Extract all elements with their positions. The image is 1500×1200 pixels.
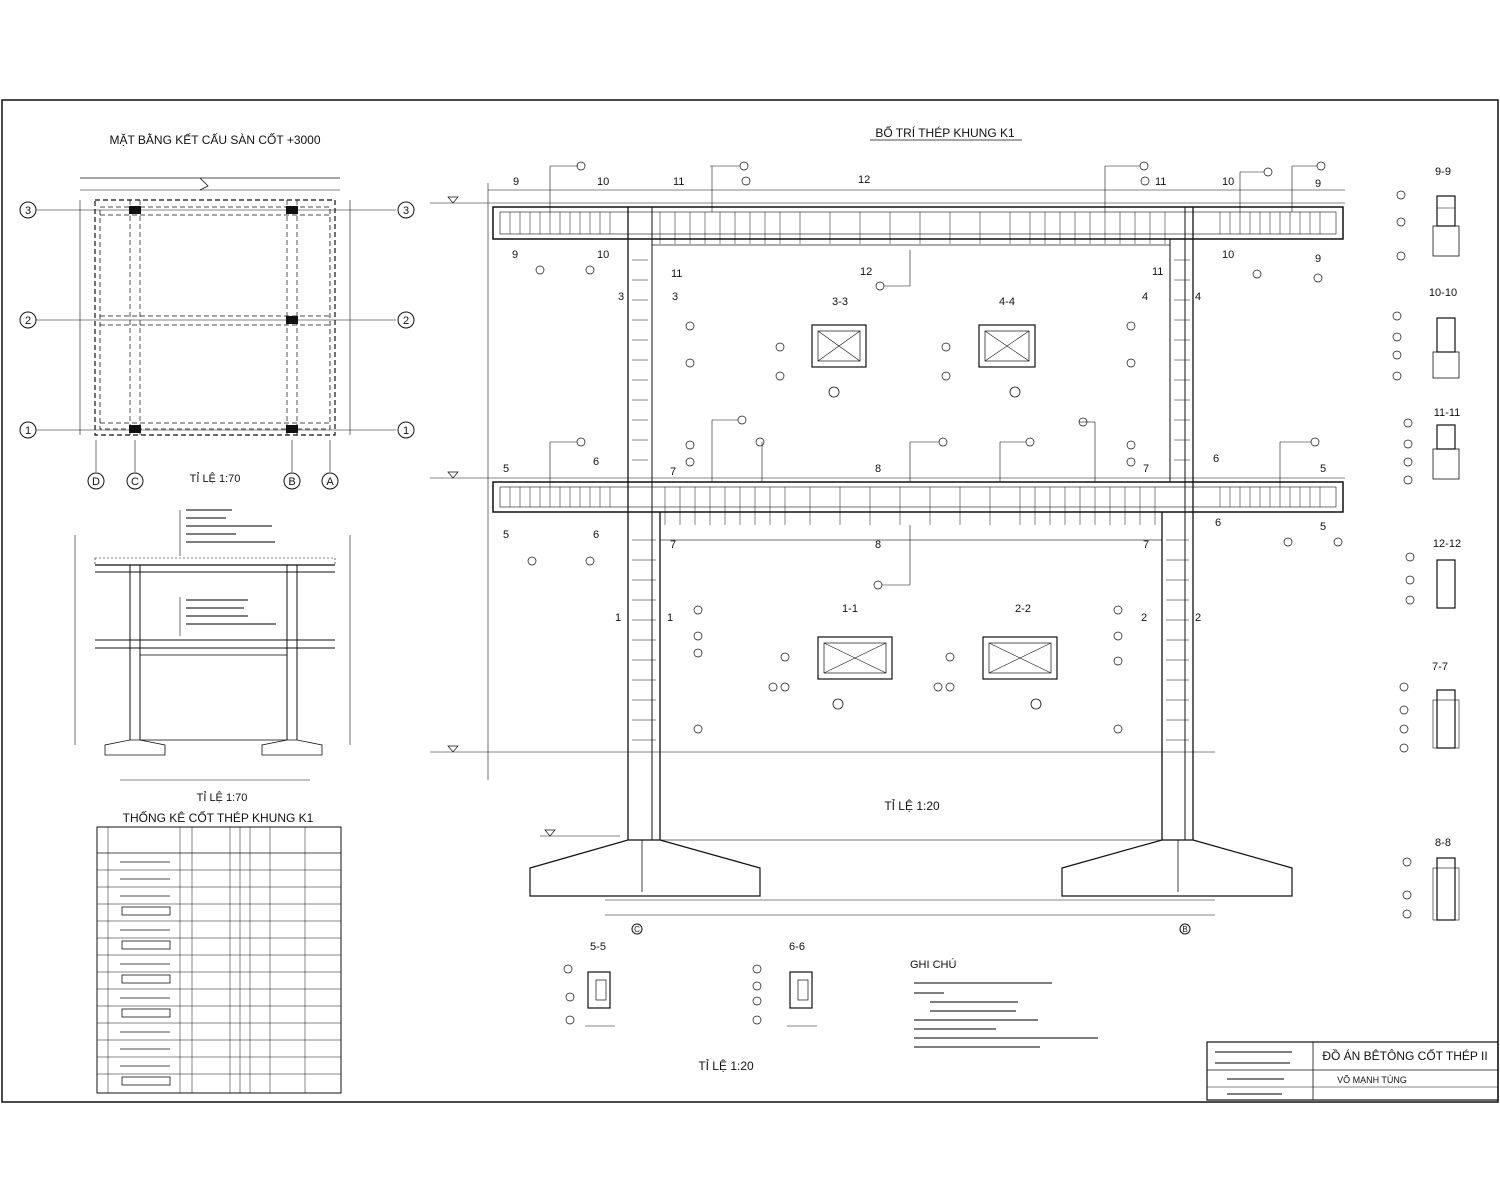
cut-mid-8-b: 8 (875, 539, 881, 551)
cut-mid-5-right: 5 (1320, 463, 1326, 475)
grid-bubble-B-label: B (1182, 925, 1187, 934)
axis-bubble-2-left (19, 311, 37, 329)
cut-top-9-left: 9 (513, 176, 519, 188)
col-label-1-outer: 1 (615, 612, 621, 624)
section-1-1-title: 1-1 (842, 603, 858, 615)
col-label-1-inner: 1 (667, 612, 673, 624)
axis-D: D (92, 476, 100, 488)
title-block: ĐỒ ÁN BÊTÔNG CỐT THÉP II VÕ MẠNH TÙNG (1206, 1041, 1499, 1101)
section-scale: TỈ LỆ 1:70 (197, 791, 248, 804)
axis-bubble-C (126, 472, 144, 490)
floor-plan-scale: TỈ LỆ 1:70 (190, 472, 241, 485)
section-1-1: 1-1 (768, 603, 893, 710)
side-section-9-9: 9-9 (1435, 166, 1451, 178)
cut-mid-6-right: 6 (1213, 453, 1219, 465)
cut-bot-9-right: 9 (1315, 253, 1321, 265)
axis-bubble-1-right (397, 421, 415, 439)
axis-3-right: 3 (403, 205, 409, 217)
col-label-4-inner: 4 (1142, 291, 1148, 303)
axis-C: C (131, 476, 139, 488)
cut-bot-10-left: 10 (597, 249, 609, 261)
col-label-3-outer: 3 (618, 291, 624, 303)
cut-top-10-right: 10 (1222, 176, 1234, 188)
axis-bubble-3-left (19, 201, 37, 219)
cut-bot-9-left: 9 (512, 249, 518, 261)
axis-bubble-A (321, 472, 339, 490)
cut-bot-11-right: 11 (1152, 266, 1163, 278)
axis-bubble-1-left (19, 421, 37, 439)
rebar-table-title: THỐNG KÊ CỐT THÉP KHUNG K1 (123, 810, 314, 825)
axis-1-right: 1 (403, 425, 409, 437)
section-elevation: TỈ LỆ 1:70 (74, 509, 351, 804)
section-2-2-title: 2-2 (1015, 603, 1031, 615)
cut-mid-5-right-b: 5 (1320, 521, 1326, 533)
axis-bubble-D (87, 472, 105, 490)
cut-bot-10-right: 10 (1222, 249, 1234, 261)
section-4-4-title: 4-4 (999, 296, 1015, 308)
project-title: ĐỒ ÁN BÊTÔNG CỐT THÉP II (1322, 1048, 1487, 1063)
section-3-3: 3-3 (775, 296, 867, 398)
cut-bot-12: 12 (860, 266, 872, 278)
cut-top-11-left: 11 (673, 176, 684, 188)
axis-bubble-2-right (397, 311, 415, 329)
cut-mid-6-left-b: 6 (593, 529, 599, 541)
side-section-12-12: 12-12 (1433, 538, 1461, 550)
section-6-6-title: 6-6 (789, 941, 805, 953)
grid-bubble-C-label: C (634, 925, 640, 934)
side-section-8-8: 8-8 (1435, 837, 1451, 849)
cut-top-9-right: 9 (1315, 178, 1321, 190)
side-section-10-10: 10-10 (1429, 287, 1457, 299)
section-5-5-title: 5-5 (590, 941, 606, 953)
frame-title: BỐ TRÍ THÉP KHUNG K1 (875, 125, 1015, 140)
cut-mid-7-right-b: 7 (1143, 539, 1149, 551)
cut-mid-7-left: 7 (670, 466, 676, 478)
notes-title: GHI CHÚ (910, 958, 957, 971)
cut-bot-11-left: 11 (671, 268, 682, 280)
axis-3-left: 3 (25, 205, 31, 217)
rebar-table: THỐNG KÊ CỐT THÉP KHUNG K1 (96, 810, 342, 1094)
axis-1-left: 1 (25, 425, 31, 437)
cut-mid-8: 8 (875, 463, 881, 475)
axis-B: B (288, 476, 295, 488)
section-2-2: 2-2 (933, 603, 1058, 710)
student-name: VÕ MẠNH TÙNG (1337, 1075, 1407, 1085)
axis-bubble-B (283, 472, 301, 490)
bottom-sections: 5-5 6-6 TỈ LỆ 1:20 (563, 941, 817, 1073)
col-label-3-inner: 3 (672, 291, 678, 303)
cut-top-12: 12 (858, 174, 870, 186)
cut-mid-7-right: 7 (1143, 463, 1149, 475)
col-label-4-outer: 4 (1195, 291, 1201, 303)
col-label-2-inner: 2 (1141, 612, 1147, 624)
floor-plan-title: MẶT BẰNG KẾT CẤU SÀN CỐT +3000 (109, 132, 320, 147)
cut-mid-7-left-b: 7 (670, 539, 676, 551)
cut-mid-6-right-b: 6 (1215, 517, 1221, 529)
cut-mid-5-left: 5 (503, 463, 509, 475)
cut-top-11-right: 11 (1155, 176, 1166, 188)
side-sections: 9-9 10-10 11-11 12-12 7-7 8-8 (1392, 166, 1461, 921)
side-section-11-11: 11-11 (1434, 407, 1461, 419)
section-4-4: 4-4 (941, 296, 1036, 398)
col-label-2-outer: 2 (1195, 612, 1201, 624)
cut-mid-5-left-b: 5 (503, 529, 509, 541)
axis-2-left: 2 (25, 315, 31, 327)
axis-bubble-3-right (397, 201, 415, 219)
cut-top-10-left: 10 (597, 176, 609, 188)
grid-bubble-B (1179, 923, 1191, 935)
notes: GHI CHÚ (910, 958, 1098, 1048)
frame-k1: BỐ TRÍ THÉP KHUNG K1 (430, 125, 1345, 935)
grid-bubble-C (631, 923, 643, 935)
bottom-sections-scale: TỈ LỆ 1:20 (698, 1058, 754, 1073)
sheet-border (1, 99, 1499, 1103)
frame-scale: TỈ LỆ 1:20 (884, 798, 940, 813)
axis-A: A (326, 476, 334, 488)
side-section-7-7: 7-7 (1432, 661, 1448, 673)
floor-plan: MẶT BẰNG KẾT CẤU SÀN CỐT +3000 (19, 132, 415, 490)
cut-mid-6-left: 6 (593, 456, 599, 468)
axis-2-right: 2 (403, 315, 409, 327)
footing-right (1061, 839, 1293, 897)
footing-left (529, 839, 761, 897)
section-3-3-title: 3-3 (832, 296, 848, 308)
